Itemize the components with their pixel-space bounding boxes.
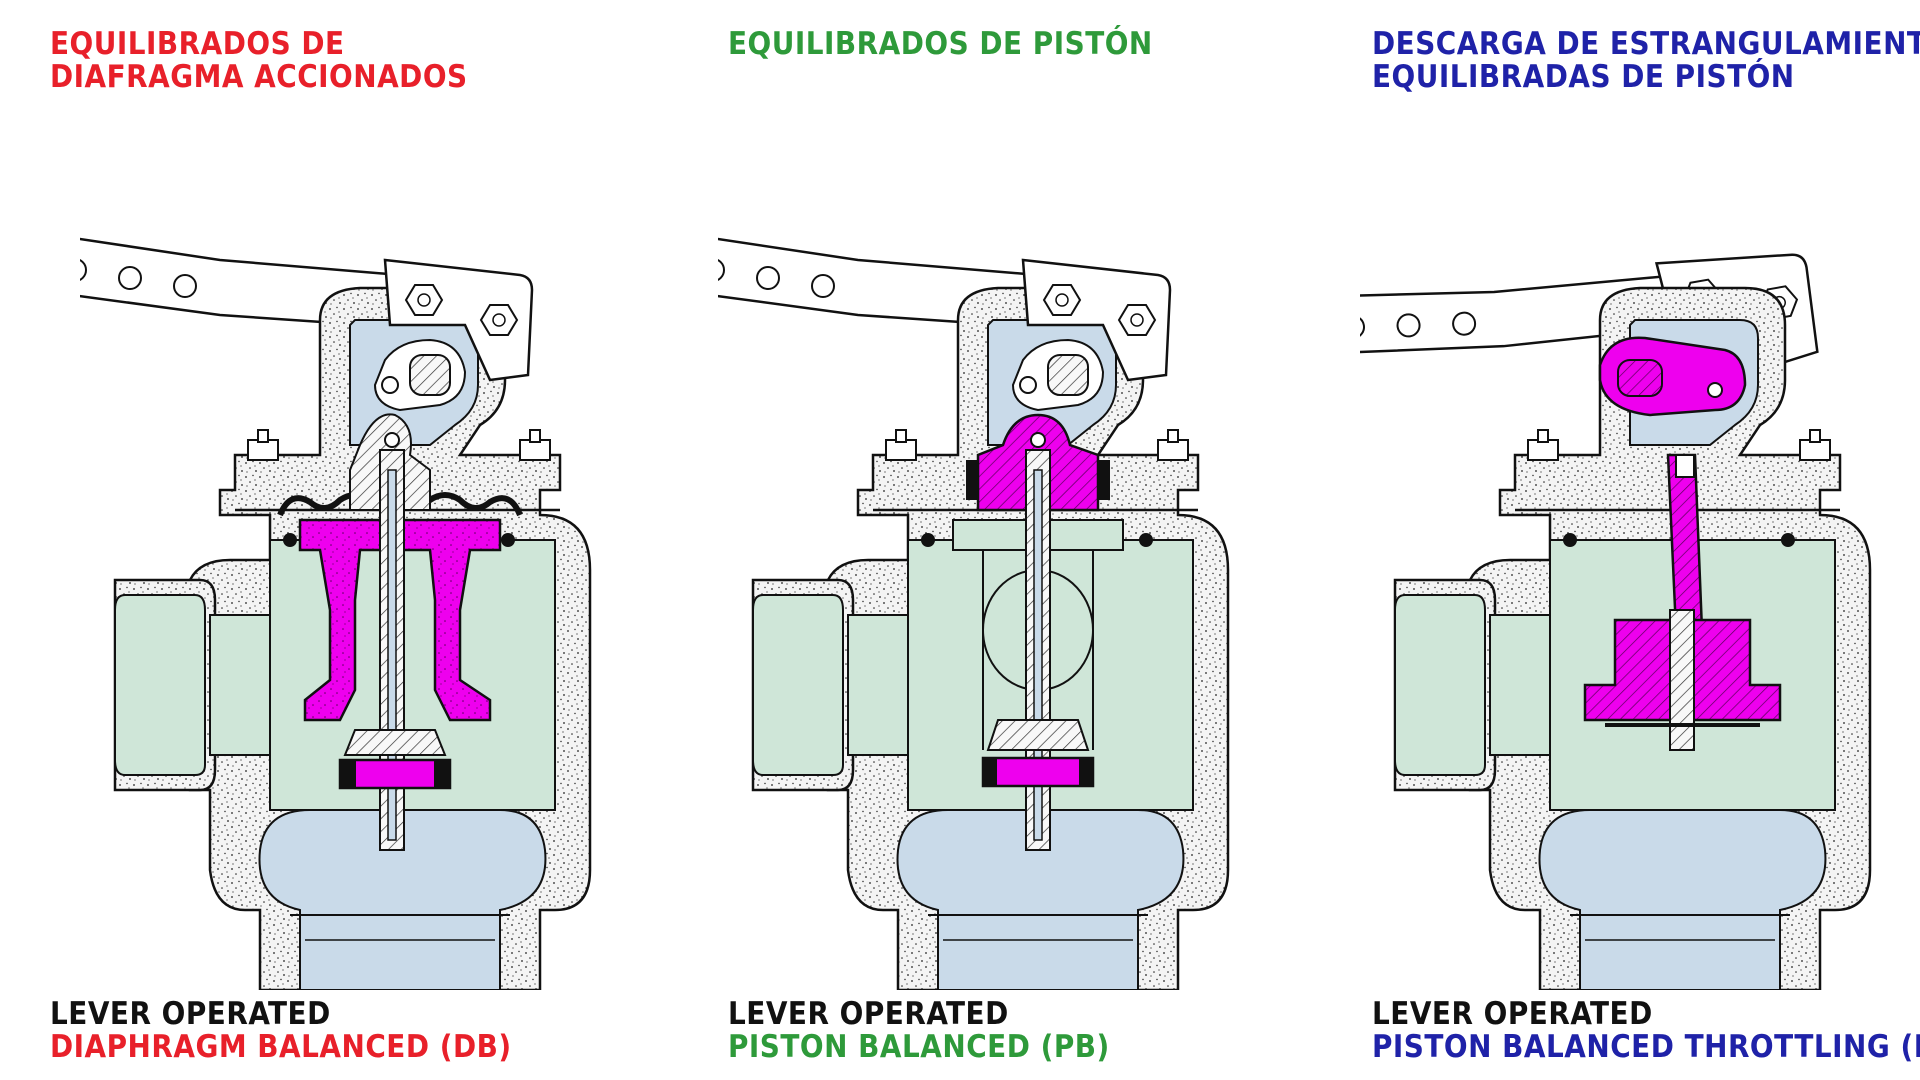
valve-diagram-db: [6, 110, 600, 992]
panel-3-english-title: LEVER OPERATED PISTON BALANCED THROTTLIN…: [1372, 998, 1920, 1064]
panel-1-spanish-line-1: EQUILIBRADOS DE: [50, 26, 345, 62]
panel-3-english-prefix: LEVER OPERATED: [1372, 996, 1653, 1032]
panel-1-spanish-line-2: DIAFRAGMA ACCIONADOS: [50, 59, 468, 95]
panel-2-english-prefix: LEVER OPERATED: [728, 996, 1009, 1032]
panel-1-english-prefix: LEVER OPERATED: [50, 996, 331, 1032]
panel-3-spanish-line-1: DESCARGA DE ESTRANGULAMIENTO: [1372, 26, 1920, 62]
panel-1-spanish-title: EQUILIBRADOS DE DIAFRAGMA ACCIONADOS: [50, 28, 468, 94]
panel-1-english-title: LEVER OPERATED DIAPHRAGM BALANCED (DB): [50, 998, 512, 1064]
panel-2-english-type: PISTON BALANCED (PB): [728, 1029, 1110, 1065]
panel-3-english-type: PISTON BALANCED THROTTLING (PBT): [1372, 1029, 1920, 1065]
diaphragm-piston: [298, 518, 502, 722]
panel-2-english-title: LEVER OPERATED PISTON BALANCED (PB): [728, 998, 1110, 1064]
seat-disc: [981, 756, 1095, 788]
valve-diagram-pb: [644, 110, 1238, 992]
seat-disc: [338, 758, 452, 790]
panel-1-english-type: DIAPHRAGM BALANCED (DB): [50, 1029, 512, 1065]
panel-3-spanish-title: DESCARGA DE ESTRANGULAMIENTO EQUILIBRADA…: [1372, 28, 1920, 94]
valve-stem: [1669, 609, 1695, 751]
valve-diagram-pbt: [1278, 110, 1880, 992]
panel-2-spanish-title: EQUILIBRADOS DE PISTÓN: [728, 28, 1153, 61]
panel-2-spanish-line-1: EQUILIBRADOS DE PISTÓN: [728, 26, 1153, 62]
panel-3-spanish-line-2: EQUILIBRADAS DE PISTÓN: [1372, 59, 1795, 95]
